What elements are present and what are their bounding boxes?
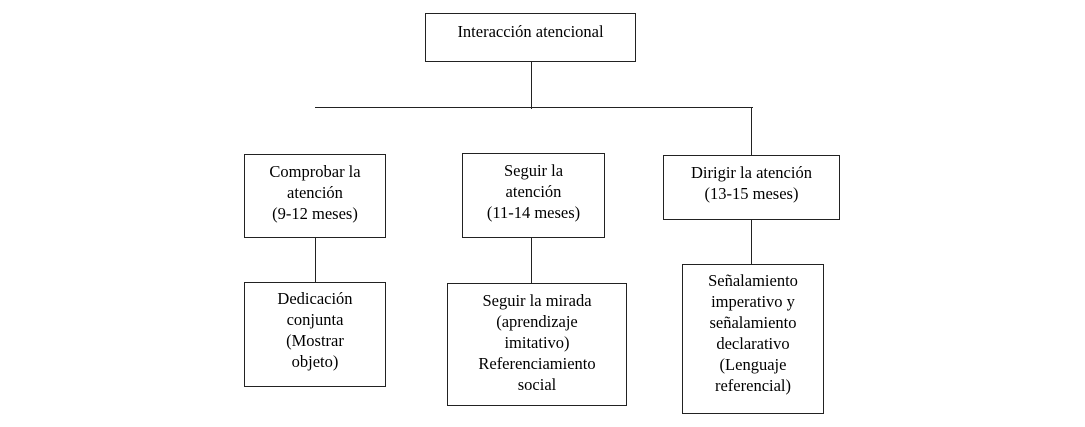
result-line: objeto) (291, 352, 339, 371)
result-node-pointing: Señalamiento imperativo y señalamiento d… (682, 264, 824, 414)
result-node-gaze-following: Seguir la mirada (aprendizaje imitativo)… (447, 283, 627, 406)
stage-line: Dirigir la atención (691, 163, 812, 182)
stage-line: Comprobar la (269, 162, 361, 181)
stage-node-check-attention: Comprobar la atención (9-12 meses) (244, 154, 386, 238)
result-line: (aprendizaje (496, 312, 578, 331)
connector-stage2-result2 (531, 237, 533, 283)
result-line: declarativo (716, 334, 790, 353)
stage-node-follow-attention: Seguir la atención (11-14 meses) (462, 153, 605, 238)
stage-line: atención (287, 183, 343, 202)
result-node-joint-engagement: Dedicación conjunta (Mostrar objeto) (244, 282, 386, 387)
result-line: Seguir la mirada (482, 291, 592, 310)
result-line: señalamiento (709, 313, 797, 332)
result-line: imperativo y (711, 292, 795, 311)
root-node: Interacción atencional (425, 13, 636, 62)
result-line: Señalamiento (708, 271, 798, 290)
result-line: Dedicación (277, 289, 353, 308)
result-line: (Mostrar (286, 331, 344, 350)
stage-line: (13-15 meses) (704, 184, 799, 203)
result-line: referencial) (714, 376, 791, 395)
connector-right-drop (751, 108, 753, 155)
stage-line: (9-12 meses) (272, 204, 358, 223)
result-line: conjunta (286, 310, 344, 329)
connector-stage1-result1 (315, 237, 317, 282)
stage-line: (11-14 meses) (486, 203, 581, 222)
result-line: Referenciamiento (478, 354, 596, 373)
result-line: (Lenguaje (719, 355, 787, 374)
connector-horizontal-bus (315, 107, 753, 109)
stage-line: Seguir la (503, 161, 564, 180)
root-label: Interacción atencional (457, 22, 604, 41)
stage-line: atención (505, 182, 562, 201)
result-line: social (517, 375, 557, 394)
connector-root-down (531, 61, 533, 109)
result-line: imitativo) (504, 333, 570, 352)
connector-stage3-result3 (751, 219, 753, 264)
stage-node-direct-attention: Dirigir la atención (13-15 meses) (663, 155, 840, 220)
